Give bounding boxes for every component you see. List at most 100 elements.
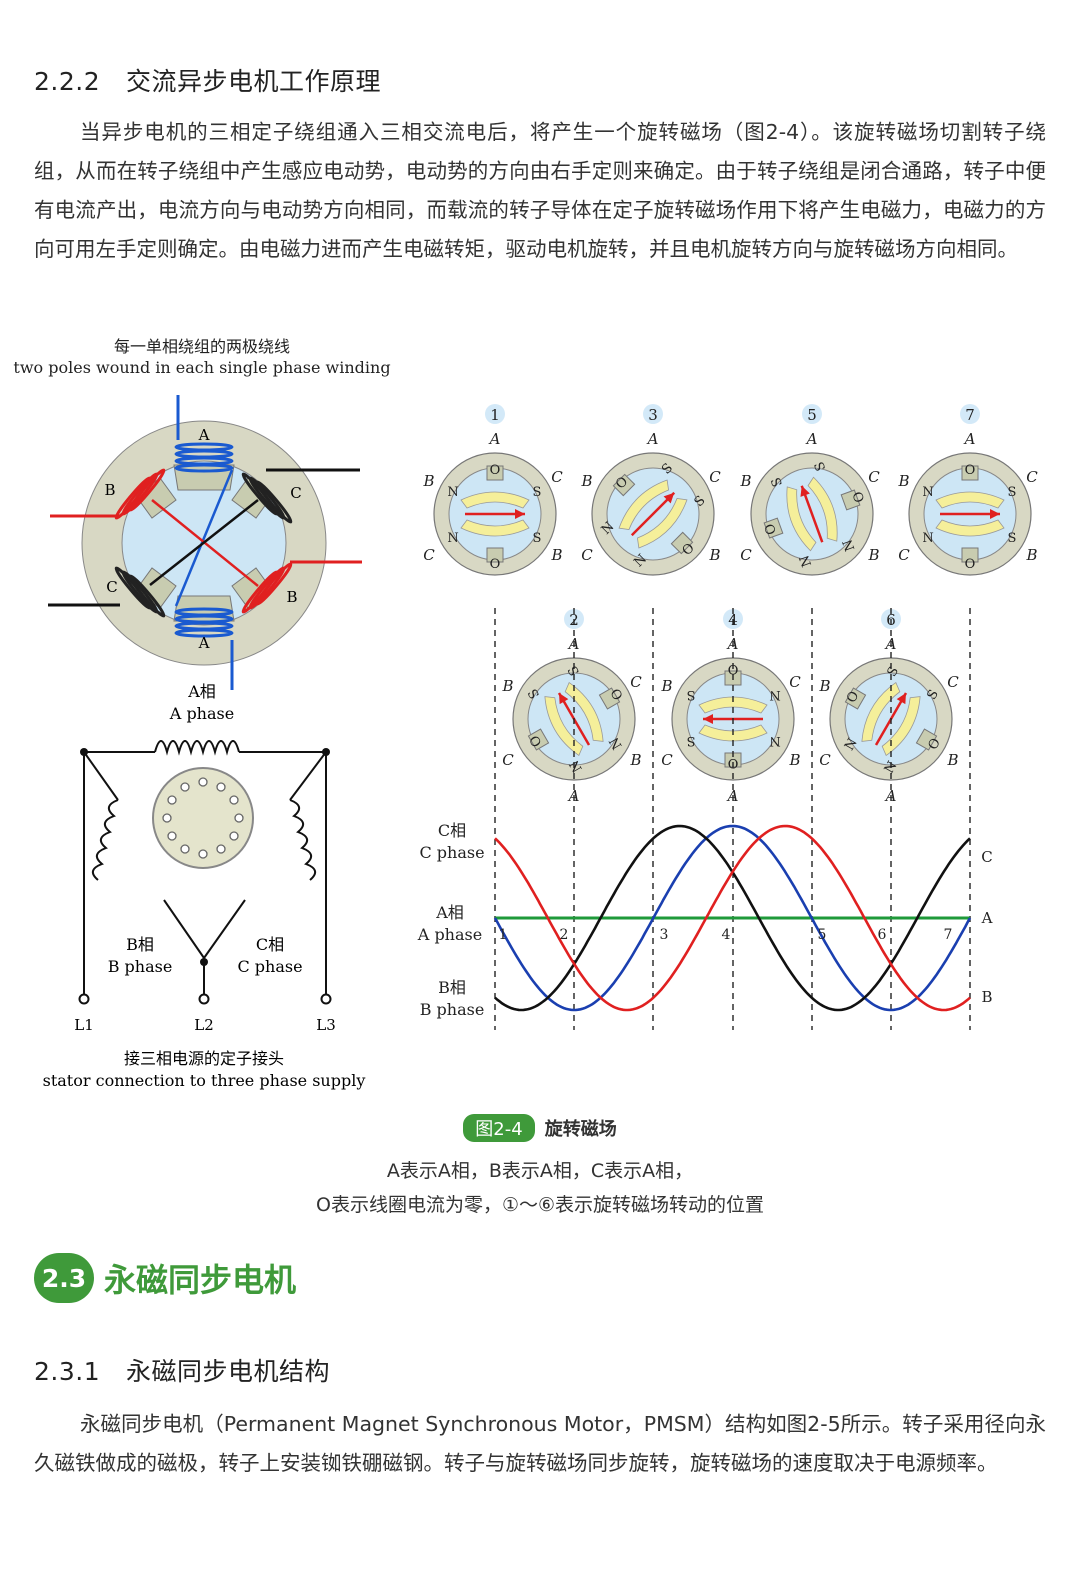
field-band-bottom [698, 696, 768, 714]
position-marker [802, 404, 822, 424]
rotor-label-b: B [739, 472, 751, 490]
pole-top [612, 473, 636, 497]
stator-label-c-left: C [106, 578, 117, 596]
rotor-position-2: 2ABCCBNSNSOO [501, 609, 642, 781]
wave-point-7: 7 [944, 927, 953, 943]
position-number: 5 [807, 406, 817, 424]
pole-label-n: N [797, 553, 815, 569]
rotor-label-c: C [551, 468, 563, 486]
rotor-label-b: B [580, 472, 592, 490]
rotor-label-b2: B [708, 546, 720, 564]
wave-a-phase-cn: A相 [435, 903, 464, 922]
rotor-label-c: C [630, 673, 642, 691]
rotor-label-a: A [646, 430, 659, 448]
rotor-label-c2: C [819, 751, 831, 769]
wave-point-4: 4 [722, 927, 731, 943]
terminal-l2: L2 [194, 1016, 214, 1034]
a-phase-cn: A相 [187, 682, 216, 701]
pole-label-o: O [762, 521, 780, 536]
field-band-top [786, 486, 817, 552]
pole-label-n: N [447, 485, 458, 500]
pole-label-n2: N [447, 531, 458, 546]
pole-top [486, 465, 504, 481]
wave-a-phase-en: A phase [417, 925, 482, 944]
c-phase-en: C phase [237, 957, 302, 976]
pole-label-o: O [965, 463, 976, 478]
b-phase-en: B phase [108, 957, 173, 976]
rotor-label-c: C [709, 468, 721, 486]
pole-top [844, 687, 867, 710]
rotor-label-c2: C [581, 546, 593, 564]
conn-label-en: stator connection to three phase supply [43, 1071, 366, 1090]
pole-label-s: S [687, 733, 696, 748]
stator-label-b-left: B [104, 481, 115, 499]
rotor-label-b: B [818, 677, 830, 695]
wave-c-phase-en: C phase [419, 843, 484, 862]
pole-label-s2: S [1008, 531, 1017, 546]
pole-label-o2: O [490, 557, 501, 572]
rotor-label-c: C [1026, 468, 1038, 486]
rotor-label-c2: C [740, 546, 752, 564]
wave-end-b: B [981, 988, 992, 1006]
pole-label-n2: N [769, 687, 780, 702]
section-2-3: 2.3 永磁同步电机 [34, 1250, 296, 1306]
terminal-l3: L3 [316, 1016, 336, 1034]
rotor-label-c2: C [898, 546, 910, 564]
rotor-label-a: A [726, 635, 739, 653]
field-band-bottom [807, 476, 838, 542]
rotor-label-a: A [884, 635, 897, 653]
wave-b-phase-cn: B相 [438, 978, 466, 997]
field-arrow-head [559, 693, 569, 705]
wave-end-c: C [981, 848, 992, 866]
top-label-en: two poles wound in each single phase win… [13, 358, 390, 377]
pole-bottom [598, 687, 621, 710]
pole-top [763, 517, 784, 539]
rotor-label-b2: B [788, 751, 800, 769]
pole-bottom [840, 489, 861, 511]
field-band-bottom [460, 519, 530, 537]
rotor-label-b2: B [867, 546, 879, 564]
position-marker [960, 404, 980, 424]
field-band-bottom [637, 498, 688, 549]
stator-label-a-bottom: A [198, 634, 210, 652]
position-number: 7 [965, 406, 975, 424]
heading-title: 永磁同步电机结构 [126, 1357, 331, 1386]
bottom-a-label-3: A [884, 787, 897, 805]
rotor-label-b: B [660, 677, 672, 695]
wave-point-5: 5 [818, 927, 827, 943]
rotor-label-b: B [897, 472, 909, 490]
bottom-a-label-2: A [726, 787, 739, 805]
conn-label-cn: 接三相电源的定子接头 [124, 1049, 284, 1068]
delta-connection-diagram: A相 A phase B相 B phase C相 C phase L1 L2 L… [43, 682, 366, 1090]
rotor-label-b: B [422, 472, 434, 490]
rotor-label-b: B [501, 677, 513, 695]
section-title: 永磁同步电机 [104, 1261, 297, 1299]
position-number: 1 [490, 406, 500, 424]
b-phase-cn: B相 [126, 935, 154, 954]
heading-title: 交流异步电机工作原理 [126, 67, 382, 96]
rotor-position-4: 4ABCCBNSNSOO [660, 609, 801, 781]
terminal-l1: L1 [74, 1016, 94, 1034]
rotor-label-c2: C [423, 546, 435, 564]
pole-top [527, 728, 550, 751]
figure-title: 旋转磁场 [544, 1119, 617, 1140]
field-arrow-head [663, 492, 675, 504]
section-number: 2.3 [34, 1253, 94, 1303]
field-arrow-head [896, 693, 906, 705]
rotor-label-a: A [488, 430, 501, 448]
wave-point-2: 2 [560, 927, 569, 943]
rotor-label-c: C [868, 468, 880, 486]
paragraph-principle: 当异步电机的三相定子绕组通入三相交流电后，将产生一个旋转磁场（图2-4）。该旋转… [34, 120, 1046, 261]
position-marker [643, 404, 663, 424]
rotor-label-b2: B [1025, 546, 1037, 564]
rotor-label-a: A [963, 430, 976, 448]
wave-point-1: 1 [499, 927, 508, 943]
